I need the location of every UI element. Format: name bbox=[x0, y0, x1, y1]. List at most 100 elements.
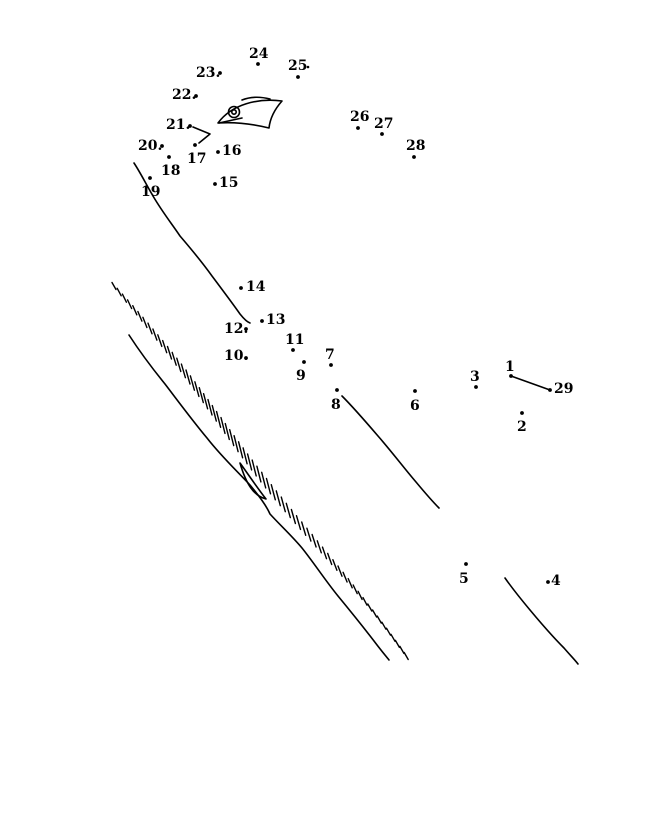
tail-outline bbox=[504, 577, 579, 665]
dot-14: 14 bbox=[239, 279, 266, 295]
body-outline bbox=[341, 395, 440, 509]
hatch-stroke bbox=[198, 387, 205, 404]
hatch-stroke bbox=[228, 429, 235, 447]
neck-back-outline bbox=[133, 162, 251, 324]
dot-22: 22. bbox=[172, 87, 198, 103]
hatch-stroke bbox=[381, 621, 387, 630]
hatch-stroke bbox=[116, 287, 122, 297]
dot-26: 26 bbox=[350, 109, 369, 130]
dot-3: 3 bbox=[470, 369, 480, 389]
dot-10: 10. bbox=[224, 348, 248, 364]
bird-eye-outline bbox=[217, 96, 283, 129]
hatch-stroke bbox=[256, 465, 262, 483]
hatch-stroke bbox=[161, 339, 168, 354]
dot-1: 1 bbox=[505, 359, 515, 378]
hatch-stroke bbox=[251, 459, 257, 477]
dot-label: 1 bbox=[505, 359, 515, 375]
wing-hatching bbox=[111, 281, 409, 661]
hatch-stroke bbox=[194, 381, 200, 398]
dot-23: 23. bbox=[196, 65, 222, 81]
dot-5: 5 bbox=[459, 562, 469, 587]
hatch-stroke bbox=[224, 422, 231, 441]
hatch-stroke bbox=[371, 609, 378, 618]
hatch-stroke bbox=[180, 363, 187, 379]
hatch-stroke bbox=[215, 410, 222, 428]
beak-outline bbox=[510, 375, 551, 391]
dot-label: 24 bbox=[249, 46, 269, 62]
dot-label: 4 bbox=[551, 573, 561, 589]
hatch-stroke bbox=[362, 596, 368, 606]
dot-label: 22. bbox=[172, 87, 196, 103]
hatch-stroke bbox=[376, 615, 382, 624]
dot-24: 24 bbox=[249, 46, 269, 66]
hatch-stroke bbox=[220, 416, 226, 435]
dot-12: 12. bbox=[224, 321, 248, 337]
dot-9: 9 bbox=[296, 360, 306, 384]
wing-feather-outline bbox=[239, 462, 267, 500]
dot-label: 27 bbox=[374, 116, 393, 132]
hatch-stroke bbox=[357, 590, 363, 601]
hatch-stroke bbox=[399, 645, 405, 655]
hatch-stroke bbox=[142, 316, 148, 329]
hatch-stroke bbox=[147, 322, 153, 335]
hatch-stroke bbox=[311, 533, 317, 548]
dot-label: 3 bbox=[470, 369, 480, 385]
hatch-stroke bbox=[385, 627, 392, 636]
hatch-stroke bbox=[321, 546, 328, 560]
hatch-stroke bbox=[211, 404, 218, 422]
dot-label: 21. bbox=[166, 117, 190, 133]
hatch-stroke bbox=[242, 447, 248, 465]
hatch-stroke bbox=[166, 345, 173, 360]
hatch-stroke bbox=[207, 398, 213, 416]
dot-label: 19 bbox=[141, 184, 160, 200]
hatch-stroke bbox=[246, 453, 253, 471]
dot-11: 11 bbox=[285, 332, 304, 352]
dot-label: 23. bbox=[196, 65, 220, 81]
hatch-stroke bbox=[126, 299, 133, 310]
dot-17: 17 bbox=[187, 143, 206, 167]
hatch-stroke bbox=[176, 357, 182, 373]
dot-6: 6 bbox=[410, 389, 420, 414]
hatch-stroke bbox=[367, 603, 373, 612]
hatch-stroke bbox=[342, 571, 348, 583]
hatch-stroke bbox=[280, 496, 286, 513]
hatch-stroke bbox=[403, 651, 409, 661]
dot-label: 17 bbox=[187, 151, 206, 167]
dot-20: 20. bbox=[138, 138, 164, 154]
dot-4: 4 bbox=[546, 573, 561, 589]
hatch-stroke bbox=[352, 584, 358, 595]
dot-label: 15 bbox=[219, 175, 238, 191]
dot-label: 14 bbox=[246, 279, 266, 295]
hatch-stroke bbox=[295, 515, 302, 531]
hatch-stroke bbox=[332, 559, 338, 571]
wing-left-outline bbox=[128, 334, 390, 661]
numbered-dots: 1 2 3 4 5 6 7 bbox=[138, 46, 573, 589]
hatch-stroke bbox=[306, 527, 312, 542]
hatch-stroke bbox=[152, 328, 158, 341]
dot-label: 26 bbox=[350, 109, 369, 125]
dot-21: 21. bbox=[166, 117, 192, 133]
hatch-stroke bbox=[301, 521, 307, 536]
dot-16: 16 bbox=[216, 143, 241, 159]
dot-label: 8 bbox=[331, 397, 341, 413]
hatch-stroke bbox=[265, 477, 272, 495]
hatch-stroke bbox=[261, 471, 267, 489]
dot-28: 28 bbox=[406, 138, 425, 159]
dot-label: 12. bbox=[224, 321, 248, 337]
dot-2: 2 bbox=[517, 411, 527, 435]
dot-label: 28 bbox=[406, 138, 425, 154]
dot-13: 13 bbox=[260, 312, 285, 328]
dot-label: 5 bbox=[459, 571, 469, 587]
dot-label: 9 bbox=[296, 368, 306, 384]
dot-label: 6 bbox=[410, 398, 420, 414]
dot-label: 20. bbox=[138, 138, 162, 154]
dot-label: 10. bbox=[224, 348, 248, 364]
hatch-stroke bbox=[275, 490, 281, 507]
dot-19: 19 bbox=[141, 176, 160, 200]
hatch-stroke bbox=[337, 565, 343, 577]
dot-label: 13 bbox=[266, 312, 285, 328]
dot-label: 18 bbox=[161, 163, 180, 179]
dot-label: 16 bbox=[222, 143, 241, 159]
